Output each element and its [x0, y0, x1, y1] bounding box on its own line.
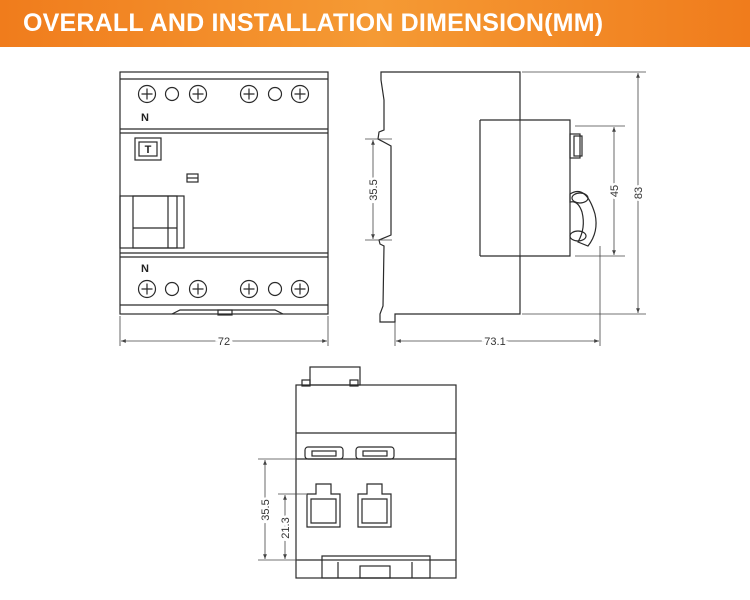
front-width-dimension [119, 316, 329, 346]
top-handle [309, 366, 361, 386]
test-button-label: T [145, 144, 152, 156]
terminal-screw-icon [239, 279, 259, 299]
terminal-screw-icon [137, 279, 157, 299]
bottom-terminal-row [137, 279, 310, 299]
front-height-label: 45 [609, 185, 621, 197]
rail-clip-right [357, 483, 392, 528]
din-clip-bottom [296, 555, 456, 561]
terminal-hole-icon [164, 281, 180, 297]
bottom-rail-height-label: 35.5 [260, 499, 272, 520]
neutral-label-top: N [141, 112, 149, 124]
toggle-lever [119, 195, 185, 249]
terminal-window-left [304, 446, 344, 460]
terminal-hole-icon [267, 281, 283, 297]
width-dimension-label: 72 [218, 336, 230, 348]
terminal-screw-icon [137, 84, 157, 104]
terminal-screw-icon [239, 84, 259, 104]
rail-clip-left [306, 483, 341, 528]
bottom-dimensions [258, 458, 306, 561]
terminal-window-right [355, 446, 395, 460]
title-banner: OVERALL AND INSTALLATION DIMENSION(MM) [0, 0, 750, 47]
top-terminal-row [137, 84, 310, 104]
terminal-screw-icon [290, 279, 310, 299]
terminal-hole-icon [267, 86, 283, 102]
front-view [119, 71, 329, 316]
neutral-label-bottom: N [141, 263, 149, 275]
clip-height-label: 21.3 [280, 517, 292, 538]
terminal-hole-icon [164, 86, 180, 102]
total-height-label: 83 [633, 187, 645, 199]
terminal-screw-icon [188, 279, 208, 299]
page-title: OVERALL AND INSTALLATION DIMENSION(MM) [23, 9, 604, 37]
side-test-button [569, 133, 581, 159]
terminal-screw-icon [188, 84, 208, 104]
bottom-body-outline [295, 384, 457, 579]
side-body-outline [377, 71, 571, 323]
terminal-screw-icon [290, 84, 310, 104]
test-button [134, 137, 162, 161]
side-rail-height-label: 35.5 [368, 179, 380, 200]
din-clip-front [171, 309, 284, 315]
bottom-view [295, 366, 457, 579]
depth-dimension-label: 73.1 [484, 336, 505, 348]
front-body-outline [119, 71, 329, 315]
side-view [377, 71, 597, 323]
side-lever [569, 190, 597, 247]
side-dimensions [365, 71, 646, 346]
